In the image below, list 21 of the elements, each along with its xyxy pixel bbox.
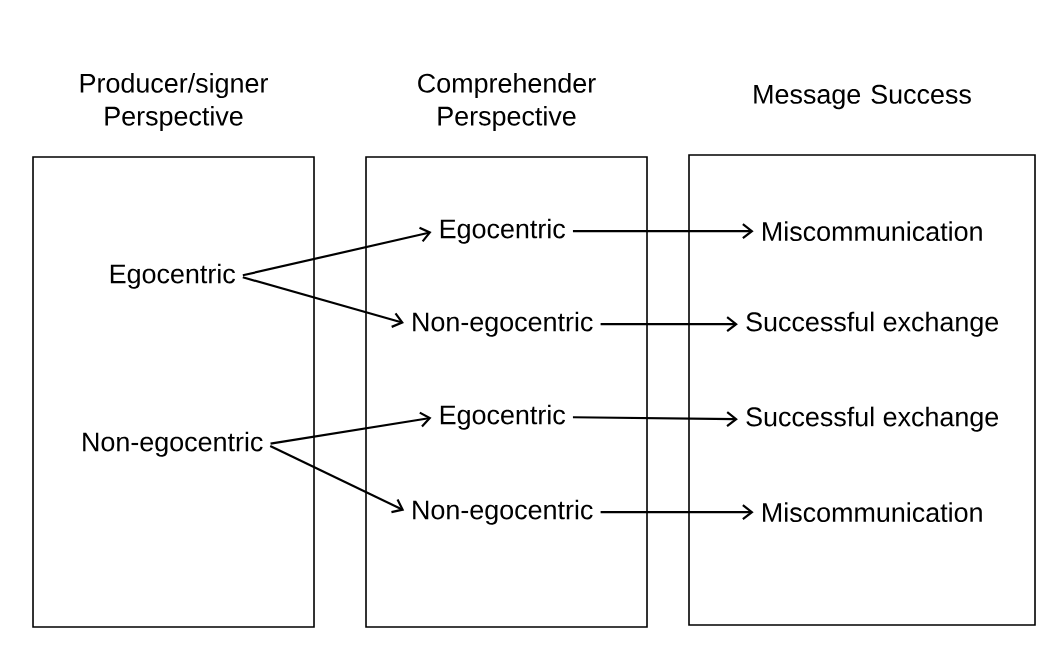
label-text: Non-egocentric bbox=[413, 311, 593, 337]
label-text: Successful exchange bbox=[746, 406, 999, 432]
label-text: Egocentric bbox=[440, 218, 566, 244]
label-text: Egocentric bbox=[110, 263, 236, 289]
arrow bbox=[242, 226, 432, 277]
arrow bbox=[572, 223, 754, 240]
arrow bbox=[269, 444, 405, 514]
label-text: Successful exchange bbox=[746, 311, 999, 337]
arrow bbox=[600, 504, 754, 521]
arrow bbox=[242, 276, 404, 328]
node-label: Message Success bbox=[754, 84, 971, 110]
label-text: Non-egocentric bbox=[413, 499, 593, 525]
label-text: Miscommunication bbox=[763, 221, 982, 242]
label-text: Miscommunication bbox=[763, 502, 982, 523]
arrow bbox=[600, 316, 738, 333]
label-text: Non-egocentric bbox=[83, 431, 263, 457]
node-label: Comprehender Perspective bbox=[418, 73, 596, 131]
arrow bbox=[270, 411, 432, 445]
node-label: Producer/signer Perspective bbox=[80, 73, 268, 131]
arrow bbox=[572, 411, 738, 427]
label-text: Egocentric bbox=[440, 404, 566, 430]
